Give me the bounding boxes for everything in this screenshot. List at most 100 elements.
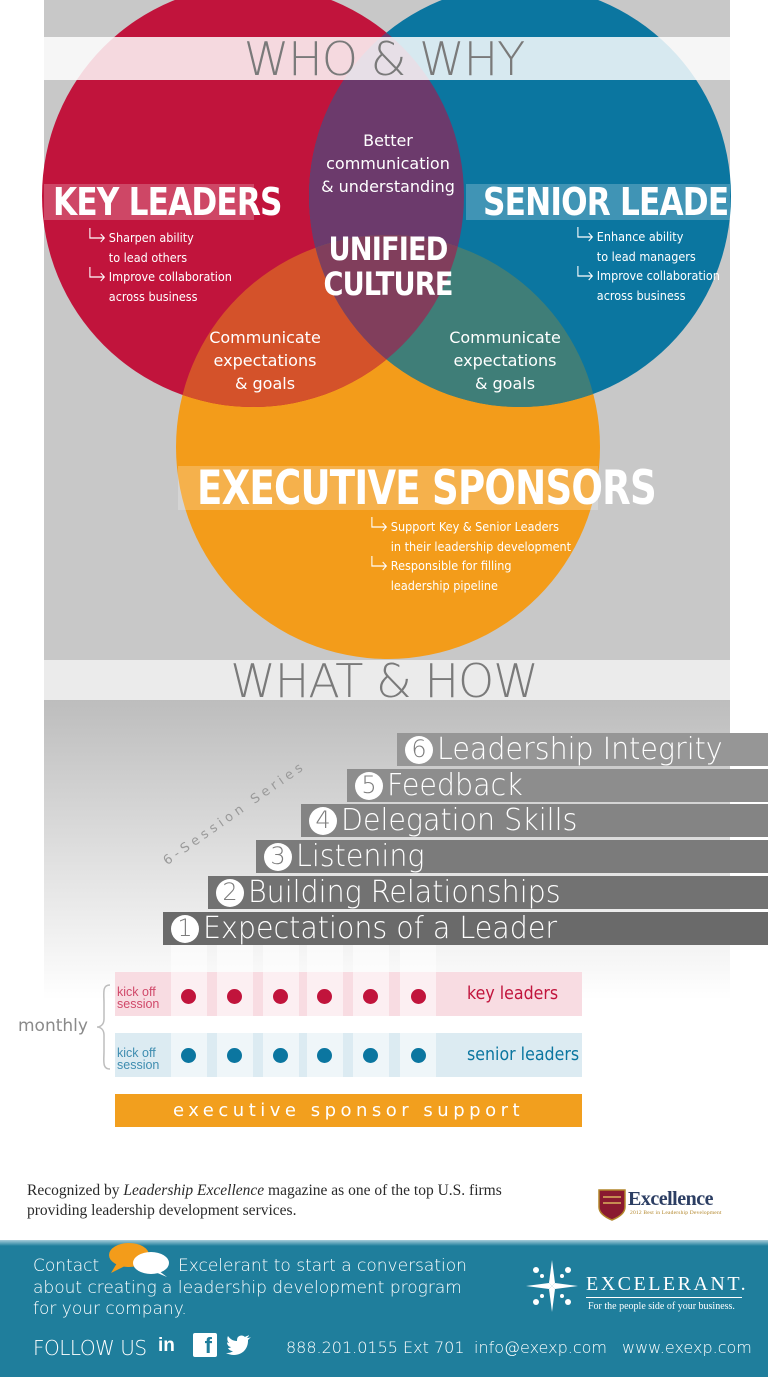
- excelerant-logo-icon: [526, 1260, 578, 1312]
- unified-culture-line: UNIFIED: [328, 230, 449, 268]
- senior-session-dot: [181, 1048, 196, 1063]
- key-leaders-label: KEY LEADERS: [53, 180, 282, 224]
- contact-line3: for your company.: [33, 1299, 187, 1319]
- step-number: 6: [405, 735, 433, 764]
- arrow-icon: [371, 517, 388, 532]
- session-step-1: 1 Expectations of a Leader: [163, 912, 768, 945]
- overlap-right-line: Communicate: [449, 328, 561, 347]
- magazine-name: Leadership Excellence: [123, 1182, 265, 1199]
- bullet-text: to lead managers: [596, 248, 696, 264]
- bullet-text: Enhance ability: [596, 229, 684, 244]
- senior-session-dot: [273, 1048, 288, 1063]
- senior-leaders-row-label: senior leaders: [467, 1044, 580, 1065]
- venn-diagram: [42, 0, 731, 659]
- arrow-icon: [89, 267, 106, 282]
- kickoff-line: kick off: [117, 1046, 156, 1060]
- senior-kickoff-label: kick off session: [117, 1046, 160, 1072]
- executive-sponsor-support-bar: executive sponsor support: [115, 1094, 582, 1127]
- bullet-text: across business: [108, 288, 198, 304]
- arrow-icon: [89, 228, 106, 243]
- session-column: [353, 945, 389, 1095]
- session-step-6: 6 Leadership Integrity: [397, 733, 768, 766]
- linkedin-icon[interactable]: in: [158, 1335, 175, 1356]
- key-session-dot: [273, 989, 288, 1004]
- twitter-icon[interactable]: [226, 1334, 252, 1356]
- senior-session-dot: [363, 1048, 378, 1063]
- key-session-dot: [411, 989, 426, 1004]
- contact-line1: Excelerant to start a conversation: [178, 1256, 467, 1276]
- bullet-text: Improve collaboration: [596, 268, 720, 283]
- step-number: 3: [264, 842, 292, 871]
- bullet-text: across business: [596, 287, 686, 303]
- step-label: Leadership Integrity: [437, 732, 723, 767]
- bullet-text: to lead others: [108, 249, 188, 265]
- key-leaders-band: [44, 184, 254, 220]
- senior-session-dot: [411, 1048, 426, 1063]
- overlap-left-text: Communicate expectations & goals: [190, 326, 340, 395]
- step-label: Feedback: [387, 768, 523, 803]
- overlap-left-line: expectations: [213, 351, 317, 370]
- contact-word: Contact: [33, 1256, 100, 1276]
- footer-top-gradient: [0, 1240, 768, 1246]
- who-why-title: WHO & WHY: [243, 32, 526, 86]
- bullet-text: Improve collaboration: [108, 269, 232, 284]
- recognition-text: Recognized by Leadership Excellence maga…: [27, 1181, 587, 1221]
- brand-underline: [586, 1297, 742, 1298]
- kickoff-line: kick off: [117, 985, 156, 999]
- step-number: 1: [171, 914, 199, 943]
- email-link[interactable]: info@exexp.com: [474, 1338, 607, 1357]
- phone-link[interactable]: 888.201.0155 Ext 701: [286, 1338, 465, 1357]
- exec-sponsors-band: [178, 466, 598, 510]
- step-label: Delegation Skills: [341, 803, 578, 838]
- arrow-icon: [577, 227, 594, 242]
- senior-leaders-label: SENIOR LEADERS: [483, 180, 768, 224]
- overlap-left-line: Communicate: [209, 328, 321, 347]
- overlap-right-line: expectations: [453, 351, 557, 370]
- step-label: Expectations of a Leader: [203, 911, 558, 946]
- bullet-text: Support Key & Senior Leaders: [390, 519, 560, 534]
- recognition-suffix: magazine as one of the top U.S. firms: [264, 1182, 502, 1199]
- overlap-right-line: & goals: [474, 374, 536, 393]
- senior-session-dot: [227, 1048, 242, 1063]
- step-label: Listening: [296, 839, 425, 874]
- session-step-5: 5 Feedback: [347, 769, 768, 802]
- kickoff-line: session: [117, 997, 160, 1011]
- session-column: [400, 945, 436, 1095]
- session-step-3: 3 Listening: [256, 840, 768, 873]
- what-how-title: WHAT & HOW: [230, 654, 538, 708]
- who-why-title-band: [44, 37, 730, 80]
- key-session-dot: [317, 989, 332, 1004]
- session-step-4: 4 Delegation Skills: [301, 804, 768, 837]
- website-link[interactable]: www.exexp.com: [622, 1338, 752, 1357]
- what-how-title-band: [44, 660, 730, 702]
- session-column: [307, 945, 343, 1095]
- bullet-text: Sharpen ability: [108, 230, 194, 245]
- step-number: 4: [309, 806, 337, 835]
- unified-culture-line: CULTURE: [323, 265, 453, 303]
- executive-sponsors-label: EXECUTIVE SPONSORS: [197, 461, 657, 516]
- senior-leaders-band: [466, 184, 730, 220]
- session-step-2: 2 Building Relationships: [208, 876, 768, 909]
- step-number: 2: [216, 878, 244, 907]
- key-session-dot: [181, 989, 196, 1004]
- senior-leaders-bullets: Enhance ability to lead managers Improve…: [577, 227, 720, 305]
- overlap-left-line: & goals: [234, 374, 296, 393]
- key-leaders-bullets: Sharpen ability to lead others Improve c…: [89, 228, 232, 306]
- award-shield-icon: [598, 1189, 626, 1221]
- award-subtitle: 2012 Best in Leadership Development: [630, 1210, 722, 1216]
- overlap-right: [309, 235, 600, 407]
- facebook-icon[interactable]: f: [193, 1333, 217, 1358]
- bullet-text: in their leadership development: [390, 538, 572, 554]
- overlap-top-line: communication: [326, 154, 450, 173]
- follow-us-label: FOLLOW US: [33, 1336, 147, 1360]
- overlap-right-text: Communicate expectations & goals: [430, 326, 580, 395]
- arrow-icon: [371, 556, 388, 571]
- session-column: [217, 945, 253, 1095]
- kickoff-line: session: [117, 1058, 160, 1072]
- recognition-prefix: Recognized by: [27, 1182, 124, 1199]
- recognition-line2: providing leadership development service…: [27, 1202, 297, 1219]
- key-session-dot: [227, 989, 242, 1004]
- award-title: Excellence: [628, 1188, 713, 1210]
- executive-sponsors-bullets: Support Key & Senior Leaders in their le…: [371, 517, 571, 595]
- brand-name: EXCELERANT.: [586, 1273, 749, 1295]
